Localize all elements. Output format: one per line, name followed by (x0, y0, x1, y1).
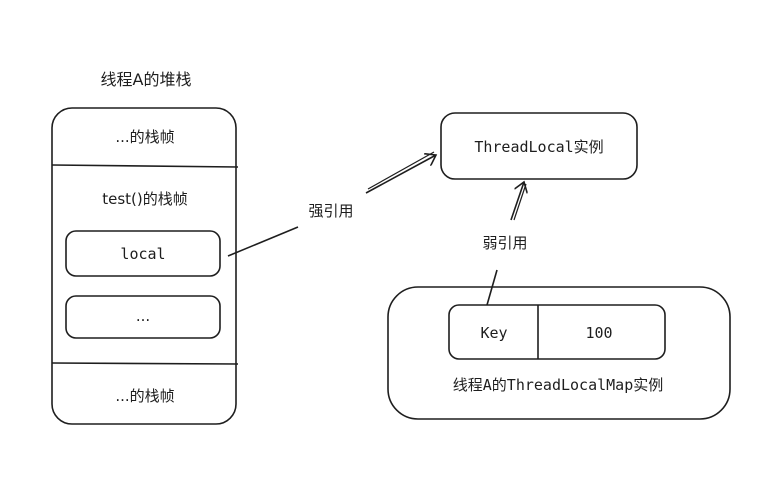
strong-ref-arrow-sketch (367, 151, 435, 190)
frame-bottom-label: ...的栈帧 (115, 387, 174, 405)
local-variable-box (65, 230, 221, 277)
map-entry-value: 100 (585, 324, 612, 342)
strong-ref-label: 强引用 (308, 202, 353, 220)
threadlocal-instance-label: ThreadLocal实例 (474, 138, 603, 156)
other-variable-label: ... (136, 307, 150, 325)
weak-ref-arrow-sketch (513, 183, 527, 221)
frame-top-label: ...的栈帧 (115, 128, 174, 146)
map-entry-box (448, 304, 666, 360)
map-entry-key: Key (480, 324, 507, 342)
threadlocalmap-box (387, 286, 731, 420)
weak-ref-arrow (510, 182, 524, 221)
weak-ref-label: 弱引用 (482, 234, 527, 252)
strong-ref-arrow (365, 155, 436, 194)
stack-divider-top (51, 164, 239, 168)
threadlocal-instance-box (440, 112, 638, 180)
threadlocalmap-label: 线程A的ThreadLocalMap实例 (453, 376, 663, 394)
thread-stack-box (51, 107, 237, 425)
stack-title: 线程A的堆栈 (101, 70, 192, 89)
frame-test-label: test()的栈帧 (102, 190, 188, 208)
stack-divider-bottom (51, 362, 239, 365)
other-variable-box (65, 295, 221, 339)
strong-ref-line-start (227, 226, 299, 257)
local-variable-label: local (120, 245, 165, 263)
